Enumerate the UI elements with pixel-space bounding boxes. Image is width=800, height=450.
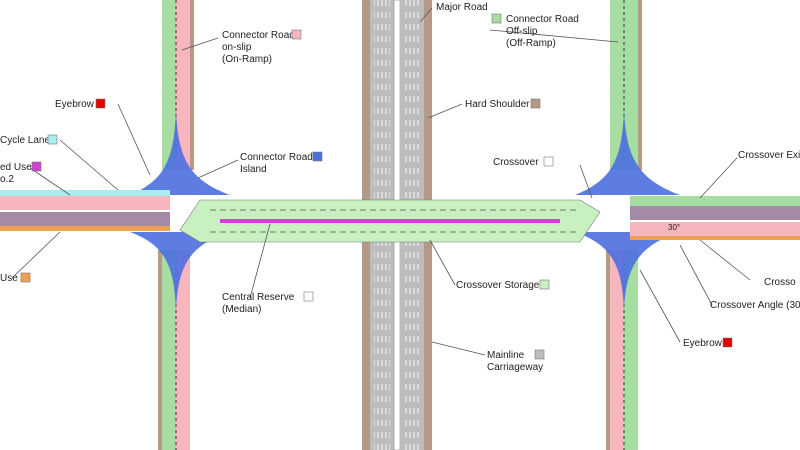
- swatch-use: [20, 272, 31, 283]
- swatch-eyebrow-right: [722, 337, 733, 348]
- leader-shared-use: [29, 167, 71, 196]
- left-shoulder-bottom: [158, 250, 162, 450]
- right-junction: [575, 0, 680, 450]
- leader-hard-shoulder: [427, 103, 463, 119]
- label-cycle-lane: Cycle Lane: [0, 135, 50, 146]
- label-use: Use: [0, 273, 18, 284]
- leader-island: [197, 159, 239, 179]
- right-east-purple: [630, 206, 800, 220]
- label-offslip-1: Connector Road: [506, 14, 579, 25]
- left-west-purple: [0, 212, 170, 226]
- swatch-hard-shoulder: [530, 98, 541, 109]
- label-angle-marker: 30°: [668, 223, 680, 232]
- leader-lines: [11, 7, 751, 356]
- label-mainline-1: Mainline: [487, 350, 525, 361]
- leader-major-road: [419, 7, 433, 23]
- left-offslip-top: [162, 0, 176, 170]
- label-hard-shoulder: Hard Shoulder: [465, 99, 530, 110]
- label-central-reserve-2: (Median): [222, 304, 261, 315]
- swatch-onslip: [291, 29, 302, 40]
- label-island-1: Connector Road: [240, 152, 313, 163]
- leader-eyebrow-left: [117, 103, 151, 176]
- left-west-pink: [0, 196, 170, 210]
- label-crossover-storage: Crossover Storage: [456, 280, 540, 291]
- right-onslip-bottom: [624, 250, 638, 450]
- label-major-road: Major Road: [436, 2, 488, 13]
- right-island-top: [575, 110, 680, 195]
- swatch-offslip: [491, 13, 502, 24]
- leader-offslip: [489, 29, 619, 43]
- leader-use: [11, 231, 61, 279]
- right-east-green: [630, 196, 800, 206]
- leader-crossover-exit: [699, 157, 738, 199]
- label-crossover-exit: Crossover Exit: [738, 150, 800, 161]
- left-onslip-bottom: [176, 250, 190, 450]
- left-island-top: [130, 110, 230, 195]
- leader-eyebrow-right: [639, 269, 681, 343]
- left-junction: [130, 0, 230, 450]
- label-crossover: Crossover: [493, 157, 539, 168]
- leader-crosso: [699, 239, 751, 281]
- left-offslip-bottom: [162, 250, 176, 450]
- swatch-crossover-storage: [539, 279, 550, 290]
- label-onslip-2: on-slip: [222, 42, 252, 53]
- left-onslip-top: [176, 0, 190, 170]
- label-island-2: Island: [240, 164, 267, 175]
- leader-cycle-lane: [59, 139, 119, 191]
- label-offslip-3: (Off-Ramp): [506, 38, 556, 49]
- leader-crossover: [579, 164, 593, 199]
- right-island-bottom: [575, 232, 680, 310]
- leader-crossover-angle: [679, 244, 713, 306]
- swatch-central-reserve: [303, 291, 314, 302]
- label-offslip-2: Off-slip: [506, 26, 538, 37]
- swatch-island: [312, 151, 323, 162]
- left-island-bottom: [130, 232, 230, 310]
- right-east-pink: [630, 222, 800, 236]
- leader-crossover-storage: [429, 239, 456, 286]
- swatch-eyebrow-left: [95, 98, 106, 109]
- label-eyebrow-right: Eyebrow: [683, 338, 723, 349]
- swatch-cycle-lane: [47, 134, 58, 145]
- leader-central-reserve: [249, 223, 271, 299]
- right-shoulder-bottom: [606, 250, 610, 450]
- label-mainline-2: Carriageway: [487, 362, 543, 373]
- label-shared-use-1: ed Use: [0, 162, 32, 173]
- right-east-orange: [630, 236, 800, 240]
- label-onslip-1: Connector Road: [222, 30, 295, 41]
- crossroad: [0, 190, 800, 243]
- left-shoulder-top: [190, 0, 194, 170]
- label-central-reserve-1: Central Reserve: [222, 292, 295, 303]
- left-cycle-lane: [0, 190, 170, 196]
- right-shoulder-top: [638, 0, 642, 170]
- left-shared-use-bottom: [0, 226, 170, 231]
- label-onslip-3: (On-Ramp): [222, 54, 272, 65]
- right-onslip-top: [624, 0, 638, 170]
- label-eyebrow-left: Eyebrow: [55, 99, 95, 110]
- leader-mainline: [431, 341, 486, 356]
- label-crosso: Crosso: [764, 277, 796, 288]
- right-offslip-bottom: [610, 250, 624, 450]
- label-shared-use-2: o.2: [0, 174, 14, 185]
- leader-onslip: [181, 37, 219, 51]
- swatch-shared-use: [31, 161, 42, 172]
- label-crossover-angle: Crossover Angle (30: [710, 300, 800, 311]
- labels: Connector Road on-slip (On-Ramp) Major R…: [0, 2, 800, 373]
- swatch-mainline: [534, 349, 545, 360]
- right-offslip-top: [610, 0, 624, 170]
- central-reserve-stripe: [220, 219, 560, 223]
- swatch-crossover: [543, 156, 554, 167]
